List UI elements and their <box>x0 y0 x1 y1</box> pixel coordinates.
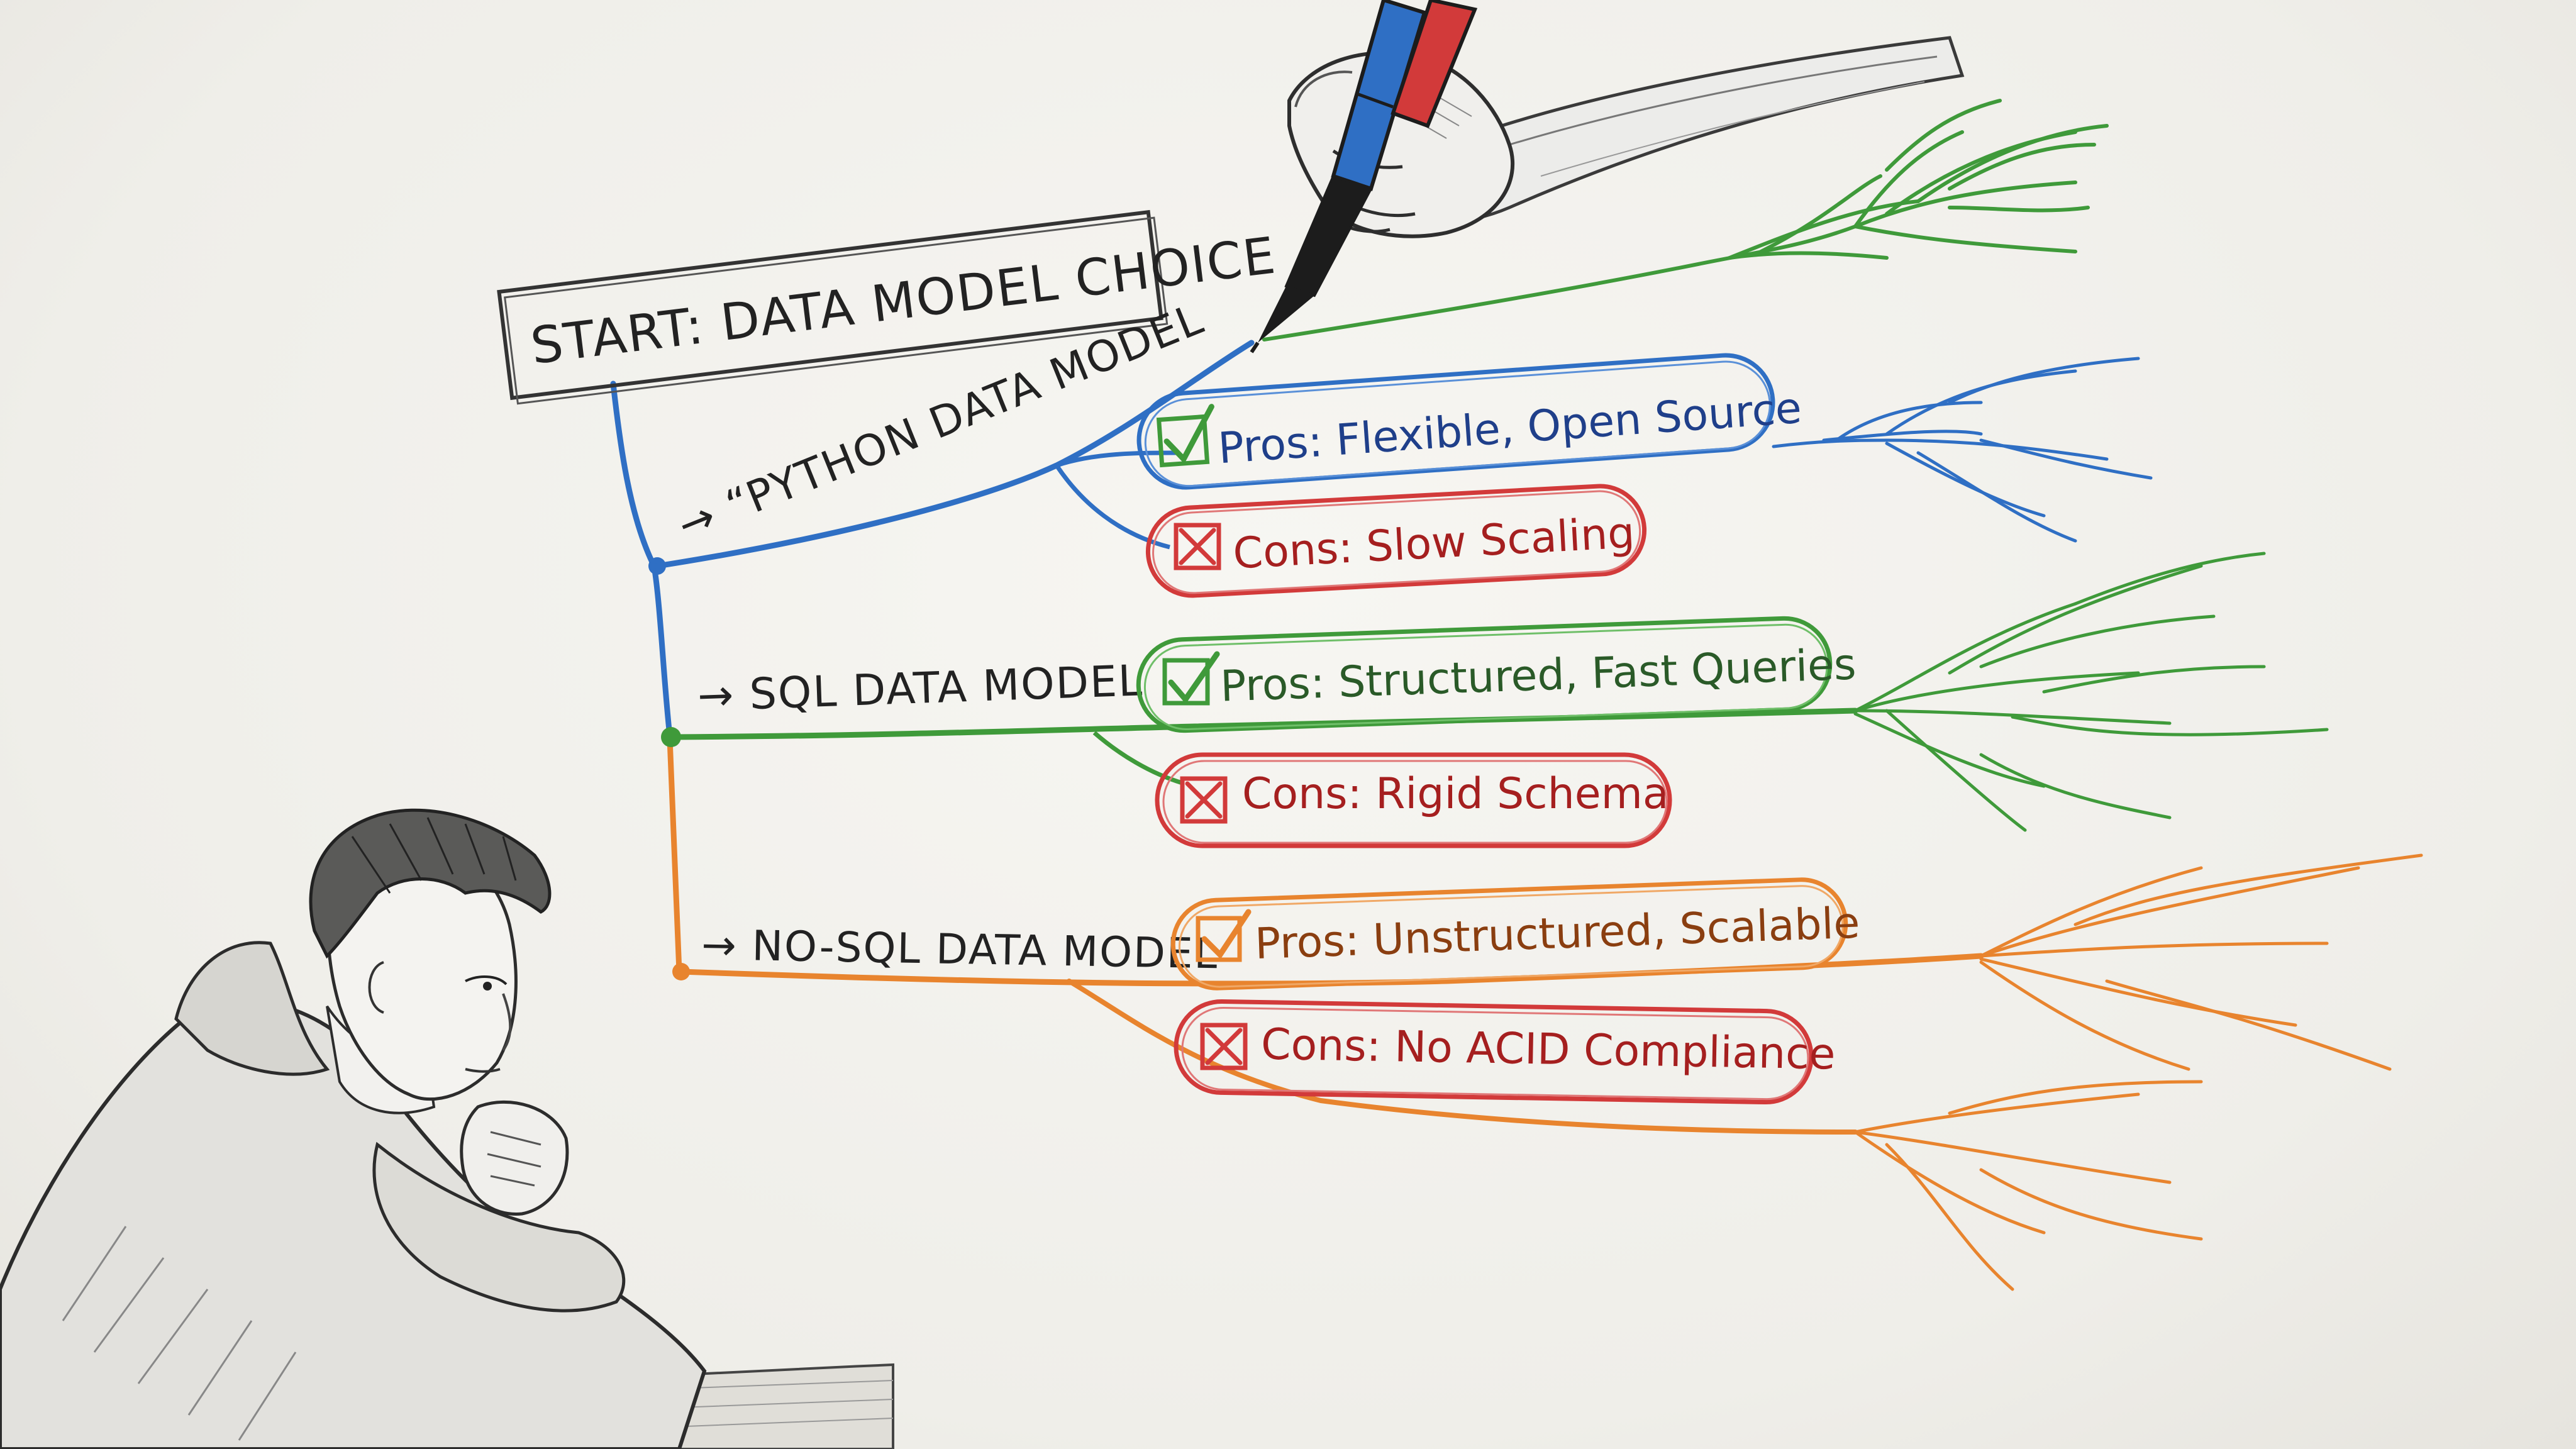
nosql-fan-lines <box>1853 853 2423 1291</box>
python-cons-text: Cons: Slow Scaling <box>1232 508 1636 579</box>
green-upper-fan <box>1262 99 2109 341</box>
nosql-pros-pill: Pros: Unstructured, Scalable <box>1170 877 1861 991</box>
nosql-pros-check-box-icon <box>1196 909 1252 962</box>
sql-pros-text: Pros: Structured, Fast Queries <box>1219 640 1857 711</box>
sql-cons-pill: Cons: Rigid Schema <box>1155 752 1672 848</box>
python-branch: → “PYTHON DATA MODEL Pros: Flexible, Ope… <box>654 294 2153 598</box>
sql-label: → SQL DATA MODEL <box>697 656 1144 721</box>
thinking-person-illustration <box>0 808 894 1449</box>
python-pros-pill: Pros: Flexible, Open Source <box>1136 353 1803 490</box>
sql-pros-check-box-icon <box>1162 651 1220 706</box>
python-cons-pill: Cons: Slow Scaling <box>1145 484 1647 598</box>
main-trunk <box>610 380 690 980</box>
python-pros-text: Pros: Flexible, Open Source <box>1216 384 1803 474</box>
sql-cons-text: Cons: Rigid Schema <box>1242 769 1669 819</box>
nosql-label: → NO-SQL DATA MODEL <box>701 921 1219 978</box>
python-cons-x-box-icon <box>1174 523 1221 570</box>
red-marker-icon <box>1391 0 1478 128</box>
hand-with-markers-illustration <box>1250 0 1965 353</box>
nosql-branch: → NO-SQL DATA MODEL Pros: Unstructured, … <box>678 853 2423 1291</box>
python-fan-lines <box>1772 357 2153 543</box>
nosql-cons-text: Cons: No ACID Compliance <box>1260 1020 1836 1080</box>
sql-cons-x-box-icon <box>1180 776 1228 824</box>
sql-fan-lines <box>1853 552 2329 832</box>
nosql-cons-x-box-icon <box>1200 1023 1248 1070</box>
python-pros-check-box-icon <box>1156 404 1214 468</box>
sql-branch: → SQL DATA MODEL Pros: Structured, Fast … <box>668 552 2329 848</box>
nosql-pros-text: Pros: Unstructured, Scalable <box>1254 899 1861 970</box>
nosql-cons-pill: Cons: No ACID Compliance <box>1174 999 1836 1105</box>
